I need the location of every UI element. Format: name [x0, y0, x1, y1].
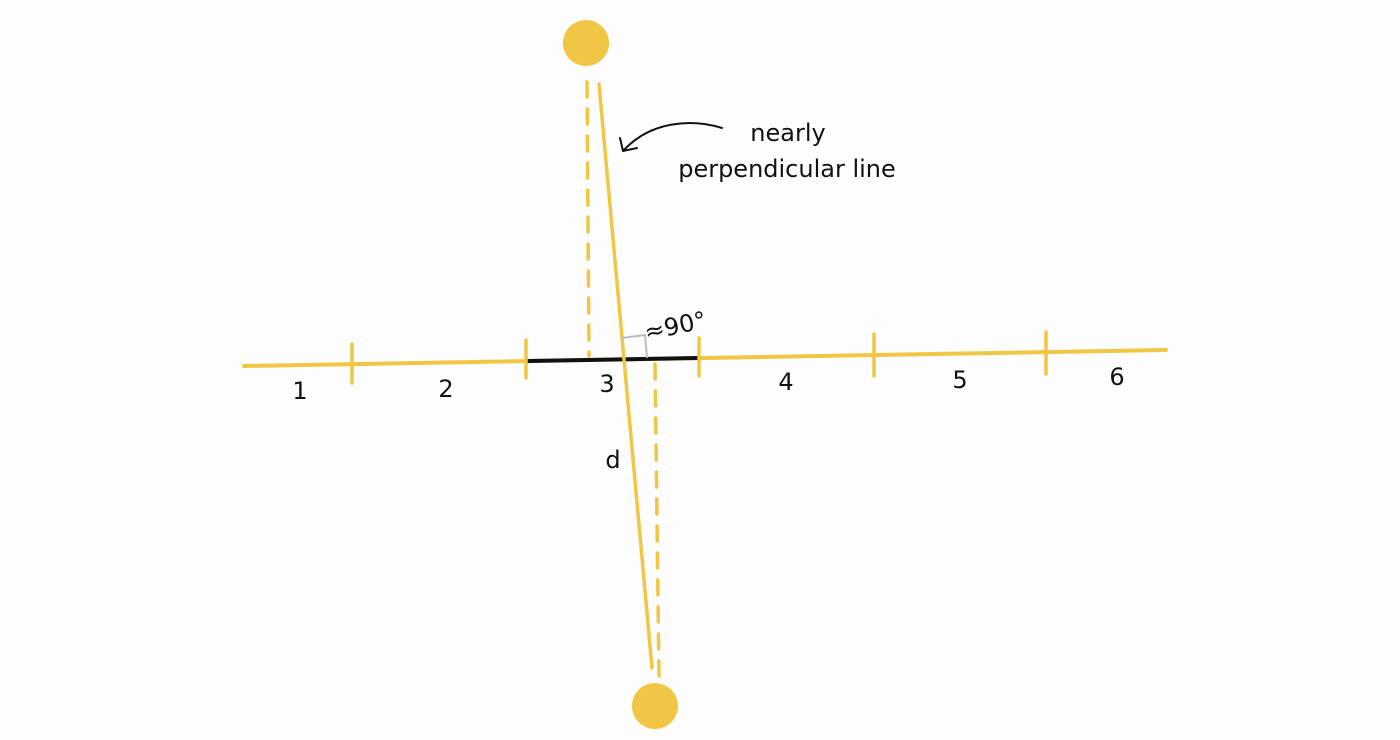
segment-label: 6 [1109, 363, 1124, 391]
top-endpoint [563, 20, 609, 66]
arrow-head-icon [619, 137, 638, 152]
annotation-line-2: perpendicular line [678, 155, 896, 183]
annotation-arrow [619, 122, 723, 152]
dashed-guide-lower [653, 362, 661, 678]
nearly-perpendicular-line [597, 82, 654, 670]
segment-labels: 1 2 3 4 5 6 [292, 363, 1124, 405]
segment-label: 5 [952, 366, 967, 394]
segment-label: 2 [438, 375, 453, 403]
segment-label: 3 [599, 370, 614, 398]
distance-label: d [605, 446, 620, 474]
arrow-curve [623, 122, 723, 151]
dashed-guide-upper [585, 80, 591, 358]
tick-marks [350, 330, 1048, 385]
highlighted-segment [526, 356, 700, 363]
right-angle-marker [621, 333, 648, 359]
segment-label: 1 [292, 377, 307, 405]
horizontal-axis-line [242, 348, 1168, 368]
segment-label: 4 [778, 368, 793, 396]
annotation-line-1: nearly [750, 119, 825, 147]
bottom-endpoint [632, 683, 678, 729]
